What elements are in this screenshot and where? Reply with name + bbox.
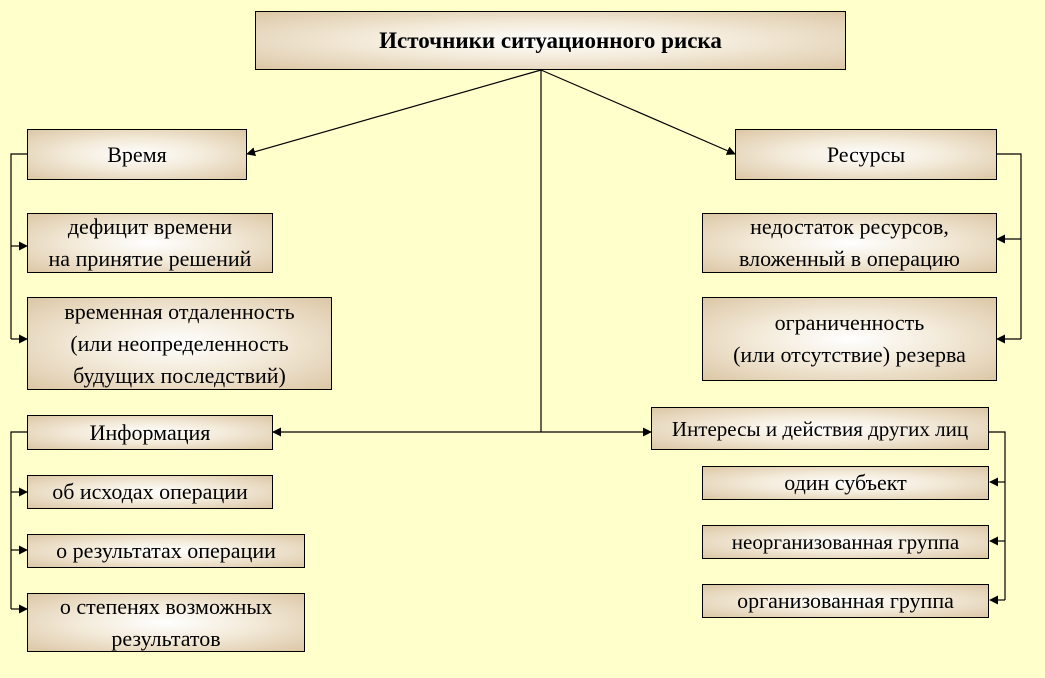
- information-item-2: о результатах операции: [27, 534, 305, 568]
- resources-item-2-text: ограниченность (или отсутствие) резерва: [733, 310, 966, 367]
- time-item-1: дефицит времени на принятие решений: [27, 213, 273, 273]
- others-label: Интересы и действия других лиц: [671, 416, 969, 441]
- category-information: Информация: [27, 415, 273, 450]
- others-item-2-text: неорганизованная группа: [731, 530, 960, 554]
- category-resources: Ресурсы: [735, 129, 997, 180]
- root-label: Источники ситуационного риска: [379, 27, 722, 53]
- others-item-2: неорганизованная группа: [702, 525, 989, 559]
- information-item-3: о степенях возможных результатов: [27, 593, 305, 652]
- information-item-1-text: об исходах операции: [52, 479, 248, 504]
- time-item-1-text: дефицит времени на принятие решений: [48, 214, 252, 271]
- information-item-3-text: о степенях возможных результатов: [59, 593, 273, 651]
- information-label: Информация: [89, 419, 211, 445]
- information-item-2-text: о результатах операции: [56, 538, 276, 563]
- resources-item-2: ограниченность (или отсутствие) резерва: [702, 297, 997, 381]
- resources-item-1: недостаток ресурсов, вложенный в операци…: [702, 213, 997, 273]
- resources-item-1-text: недостаток ресурсов, вложенный в операци…: [739, 214, 960, 271]
- category-time: Время: [27, 129, 247, 180]
- time-item-2-text: временная отдаленность (или неопределенн…: [64, 298, 295, 388]
- information-item-1: об исходах операции: [27, 475, 273, 509]
- time-item-2: временная отдаленность (или неопределенн…: [27, 297, 332, 390]
- root-node: Источники ситуационного риска: [255, 11, 846, 70]
- time-label: Время: [107, 141, 167, 167]
- others-item-3: организованная группа: [702, 584, 989, 618]
- others-item-1-text: один субъект: [784, 470, 907, 495]
- others-item-3-text: организованная группа: [737, 588, 954, 613]
- others-item-1: один субъект: [702, 466, 989, 500]
- resources-label: Ресурсы: [826, 141, 906, 167]
- category-others: Интересы и действия других лиц: [651, 407, 989, 450]
